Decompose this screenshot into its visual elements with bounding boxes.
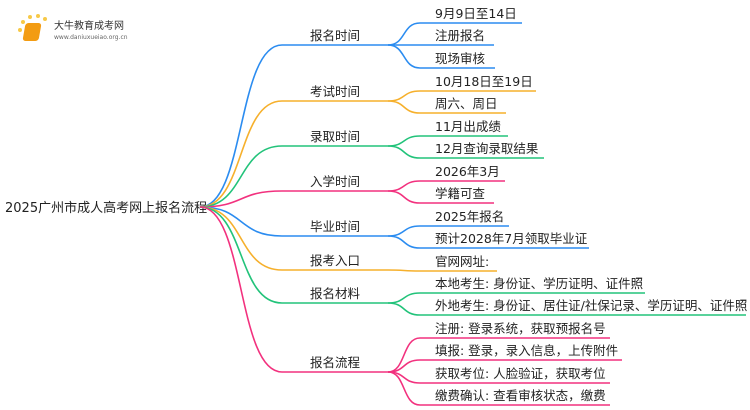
leaf-topic: 周六、周日 bbox=[435, 96, 498, 111]
branch-connector bbox=[199, 206, 388, 304]
leaf-topic: 注册报名 bbox=[435, 28, 485, 43]
branch-topic: 报考入口 bbox=[310, 253, 360, 268]
leaf-topic: 9月9日至14日 bbox=[435, 6, 517, 21]
branch-connector bbox=[199, 206, 388, 237]
branch-topic: 报名时间 bbox=[310, 28, 360, 43]
leaf-topic: 预计2028年7月领取毕业证 bbox=[435, 231, 588, 246]
branch-connector bbox=[199, 190, 388, 208]
leaf-topic: 现场审核 bbox=[435, 51, 486, 66]
branch-topic: 入学时间 bbox=[310, 174, 360, 189]
leaf-topic: 12月查询录取结果 bbox=[435, 141, 539, 156]
root-topic: 2025广州市成人高考网上报名流程 bbox=[5, 200, 207, 216]
leaf-connector bbox=[387, 190, 494, 204]
leaf-connector bbox=[387, 145, 544, 159]
leaf-topic: 10月18日至19日 bbox=[435, 74, 533, 89]
logo: 大牛教育成考网 www.daniuxueiao.org.cn bbox=[18, 14, 178, 48]
leaf-topic: 注册: 登录系统，获取预报名号 bbox=[435, 321, 606, 336]
branch-connector bbox=[199, 206, 388, 373]
branch-topic: 录取时间 bbox=[310, 129, 360, 144]
leaf-topic: 2025年报名 bbox=[435, 209, 504, 224]
leaf-connector bbox=[387, 269, 497, 272]
branch-topic: 考试时间 bbox=[310, 84, 360, 99]
logo-url: www.daniuxueiao.org.cn bbox=[54, 34, 128, 41]
leaf-topic: 2026年3月 bbox=[435, 164, 500, 179]
logo-title: 大牛教育成考网 bbox=[54, 21, 124, 32]
branch-connector bbox=[199, 100, 388, 208]
leaf-connector bbox=[387, 235, 589, 249]
leaf-connector bbox=[387, 302, 746, 316]
leaf-connector bbox=[387, 100, 506, 114]
leaf-topic: 填报: 登录，录入信息，上传附件 bbox=[435, 343, 618, 358]
leaf-topic: 11月出成绩 bbox=[435, 119, 501, 134]
leaf-topic: 外地考生: 身份证、居住证/社保记录、学历证明、证件照 bbox=[435, 298, 747, 313]
leaf-topic: 官网网址: bbox=[435, 254, 489, 269]
branch-topic: 毕业时间 bbox=[310, 219, 360, 234]
branch-connector bbox=[199, 44, 388, 208]
leaf-connector bbox=[387, 44, 495, 69]
leaf-connector bbox=[387, 371, 610, 406]
branch-connector bbox=[199, 145, 388, 208]
leaf-topic: 获取考位: 人脸验证，获取考位 bbox=[435, 366, 606, 381]
branch-connector bbox=[199, 206, 388, 271]
branch-topic: 报名流程 bbox=[310, 355, 361, 370]
leaf-topic: 学籍可查 bbox=[435, 186, 486, 201]
leaf-topic: 本地考生: 身份证、学历证明、证件照 bbox=[435, 276, 643, 291]
leaf-topic: 缴费确认: 查看审核状态，缴费 bbox=[435, 388, 606, 403]
branch-topic: 报名材料 bbox=[310, 286, 361, 301]
